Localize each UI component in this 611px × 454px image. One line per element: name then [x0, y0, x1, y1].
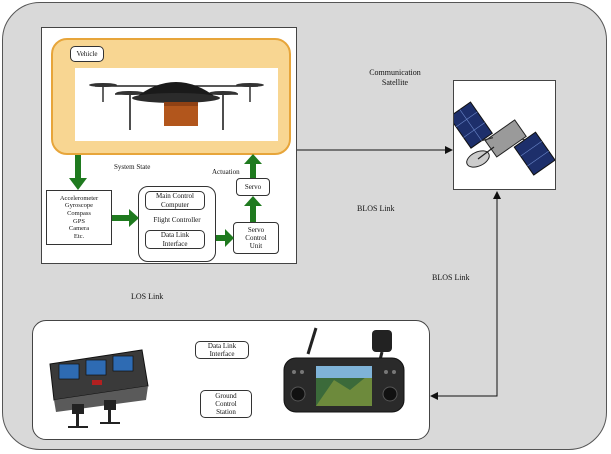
satellite-illustration — [448, 101, 556, 176]
control-console-image — [42, 342, 154, 432]
servo-to-vehicle-arrow — [244, 154, 262, 178]
ground-data-link-box: Data Link Interface — [195, 341, 249, 359]
main-control-computer-line2: Computer — [161, 200, 189, 209]
communication-satellite-label: Communication Satellite — [352, 68, 438, 87]
sensor-list-box: Accelerometer Gyroscope Compass GPS Came… — [46, 190, 112, 245]
flight-controller-title: Flight Controller — [153, 216, 201, 224]
vehicle-data-link-box: Data Link Interface — [145, 230, 205, 249]
main-control-computer-box: Main Control Computer — [145, 191, 205, 210]
main-control-computer-line1: Main Control — [156, 192, 194, 201]
communication-satellite-line1: Communication — [369, 68, 421, 77]
remote-controller-illustration — [283, 327, 405, 413]
actuation-label: Actuation — [212, 168, 240, 176]
sensor-gps: GPS — [73, 217, 85, 225]
ground-control-station-box: Ground Control Station — [200, 390, 252, 418]
ground-control-station-line1: Ground — [215, 391, 237, 400]
remote-controller-image — [280, 324, 408, 416]
ground-data-link-line2: Interface — [209, 350, 235, 358]
system-state-label: System State — [114, 163, 151, 171]
sensor-to-controller-arrow — [112, 209, 139, 227]
drone-illustration — [89, 82, 264, 130]
vehicle-data-link-line2: Interface — [162, 239, 188, 248]
blos-link-upper-label: BLOS Link — [357, 204, 395, 213]
ground-data-link-line1: Data Link — [207, 341, 237, 350]
sensor-gyroscope: Gyroscope — [64, 202, 94, 210]
controller-to-servo-control-arrow — [216, 229, 234, 247]
console-illustration — [49, 349, 149, 428]
satellite-image-box — [448, 80, 556, 190]
communication-satellite-line2: Satellite — [381, 77, 409, 87]
drone-image — [75, 68, 278, 141]
sensor-compass: Compass — [67, 209, 91, 217]
servo-control-unit-line3: Unit — [249, 242, 263, 251]
sensor-camera: Camera — [68, 225, 90, 233]
ground-control-station-line2: Control — [215, 399, 237, 408]
sensor-accelerometer: Accelerometer — [59, 194, 99, 202]
system-state-arrow — [69, 155, 87, 190]
servo-control-to-servo-arrow — [244, 196, 262, 222]
ground-control-station-line3: Station — [216, 408, 236, 417]
servo-control-unit-line1: Servo — [247, 225, 265, 234]
vehicle-data-link-line1: Data Link — [160, 231, 190, 240]
satellite-to-ground-link — [430, 191, 501, 400]
sensor-etc: Etc. — [73, 232, 85, 240]
servo-control-unit-line2: Control — [245, 233, 267, 242]
servo-box: Servo — [236, 178, 270, 196]
servo-control-unit-box: Servo Control Unit — [233, 222, 279, 254]
vehicle-label: Vehicle — [70, 46, 104, 62]
los-link-label: LOS Link — [131, 292, 164, 301]
